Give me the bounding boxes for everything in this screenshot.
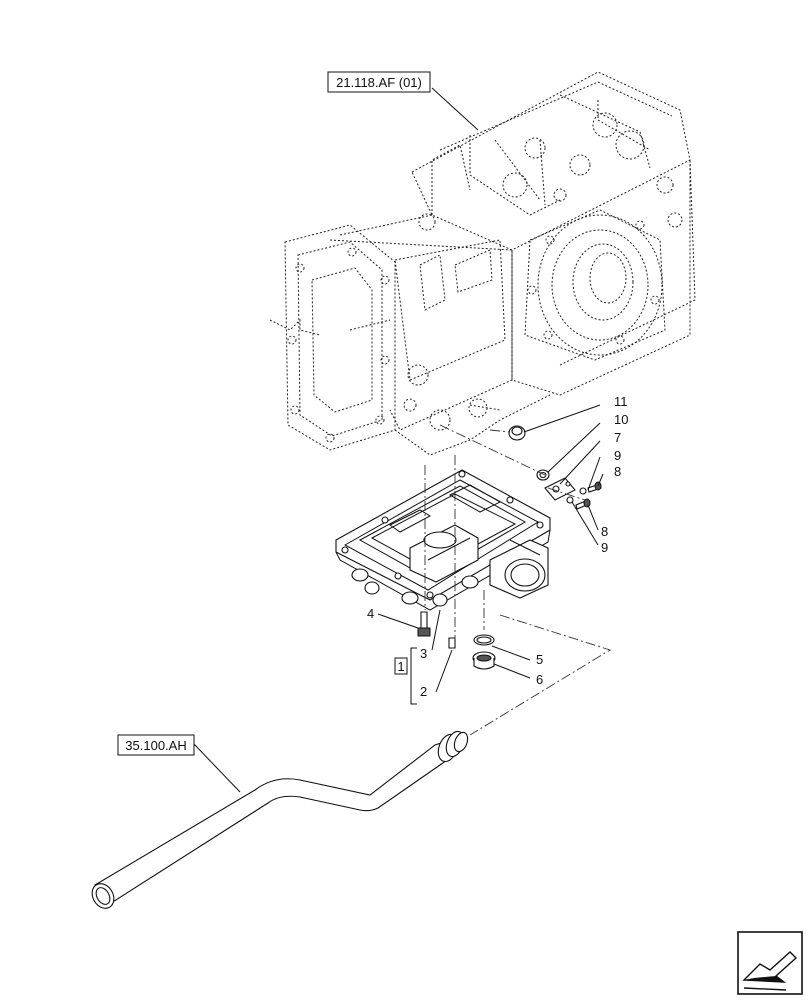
leader-lines (192, 87, 604, 793)
drain-plug-6 (472, 651, 496, 670)
washer-9-upper (579, 487, 587, 495)
callout-4: 4 (367, 606, 374, 621)
group-1-label: 1 (397, 659, 404, 674)
callout-9-lower: 9 (601, 540, 608, 555)
center-lines (424, 424, 612, 736)
callout-10: 10 (614, 412, 628, 427)
callout-11: 11 (614, 394, 628, 409)
callout-3: 3 (420, 646, 427, 661)
callout-8-lower: 8 (601, 524, 608, 539)
group-1-box: 1 (394, 657, 408, 675)
callout-8-upper: 8 (614, 464, 621, 479)
small-parts (417, 425, 602, 670)
next-page-arrow-icon[interactable] (737, 931, 803, 995)
o-ring-5 (473, 634, 495, 646)
washer-9-lower (566, 496, 574, 504)
callout-7: 7 (614, 430, 621, 445)
bolt-8-lower (575, 498, 591, 510)
oil-sump-pan (335, 469, 551, 611)
pipe-reference[interactable]: 35.100.AH (117, 734, 195, 756)
pipe-reference-label: 35.100.AH (125, 738, 186, 753)
plug-11 (508, 425, 526, 441)
o-ring-10 (536, 469, 550, 481)
transmission-housing (269, 71, 696, 456)
callout-6: 6 (536, 672, 543, 687)
callout-5: 5 (536, 652, 543, 667)
callout-numbers: 11 10 7 9 8 8 9 4 3 2 5 6 (367, 394, 628, 699)
suction-pipe (91, 730, 469, 909)
housing-reference[interactable]: 21.118.AF (01) (327, 71, 431, 93)
bolt-4 (417, 611, 431, 637)
dowel-pin (448, 637, 456, 649)
callout-9-upper: 9 (614, 448, 621, 463)
callout-2: 2 (420, 684, 427, 699)
housing-reference-label: 21.118.AF (01) (336, 75, 422, 90)
